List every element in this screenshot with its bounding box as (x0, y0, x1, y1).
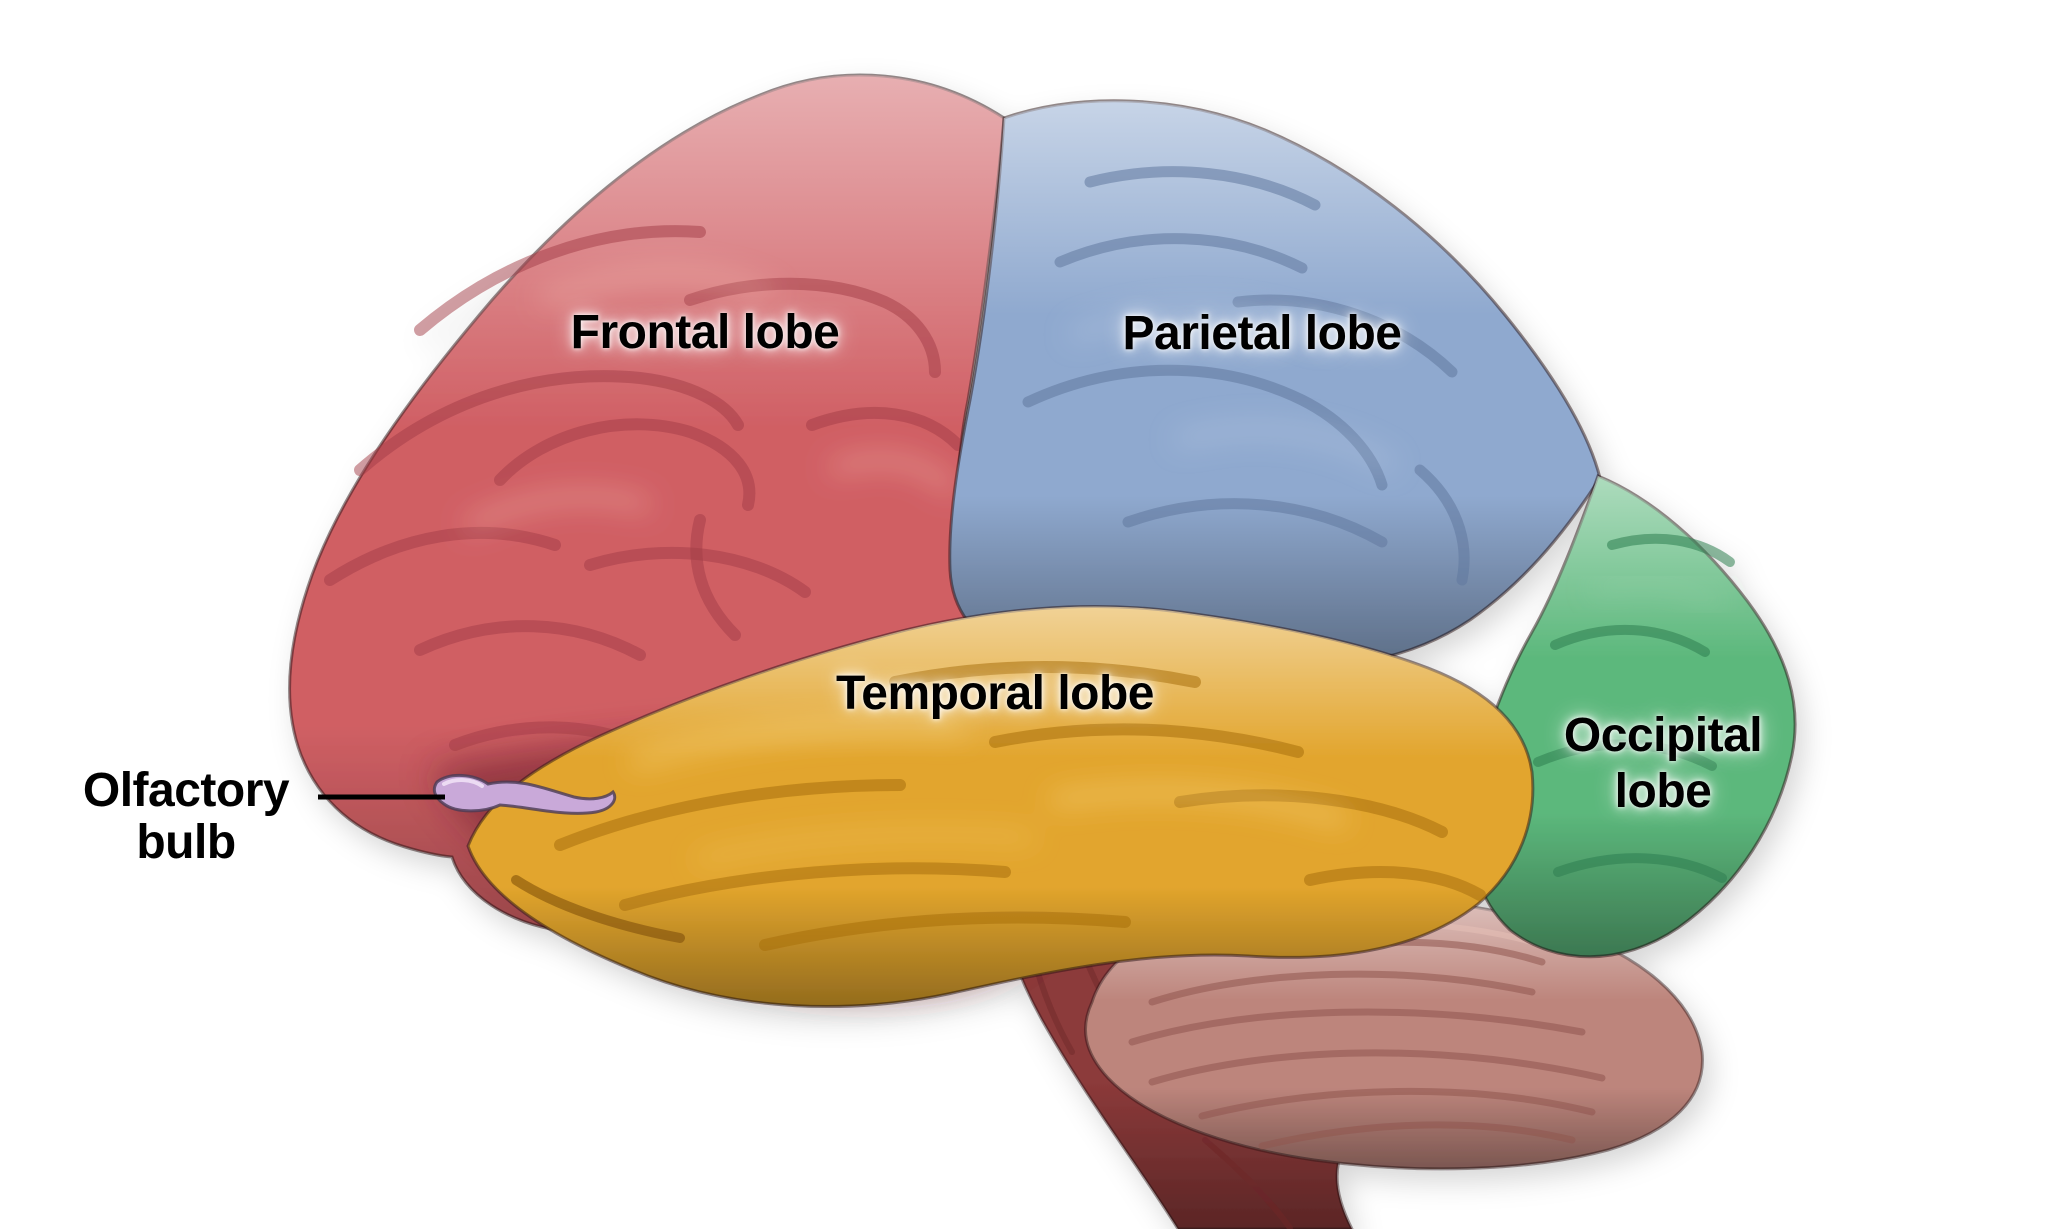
frontal-highlights (465, 269, 955, 530)
cerebellum-region (1084, 895, 1704, 1171)
label-olfactory-line1: Olfactory (82, 764, 290, 817)
parietal-highlights (1070, 307, 1395, 470)
temporal-sulci-lines (554, 661, 1486, 951)
label-occipital-line1: Occipital (1563, 709, 1763, 762)
occipital-highlight (1592, 579, 1722, 610)
occipital-sulci-lines (1533, 533, 1735, 883)
label-occipital-line2: lobe (1614, 765, 1712, 818)
temporal-lobe-region (466, 605, 1535, 1009)
label-temporal-lobe: Temporal lobe (836, 667, 1155, 720)
temporal-highlights (630, 721, 1347, 865)
parietal-lobe-region (948, 99, 1602, 666)
occipital-lobe-region (1468, 474, 1797, 959)
label-olfactory-bulb: Olfactory bulb (82, 764, 290, 869)
label-olfactory-line2: bulb (136, 816, 236, 869)
cerebellum-folia-lines (1128, 938, 1606, 1150)
label-occipital-lobe: Occipital lobe (1563, 708, 1763, 820)
frontal-sulci-lines (324, 225, 964, 754)
olfactory-bulb-shape (432, 774, 617, 815)
label-parietal-lobe: Parietal lobe (1122, 307, 1402, 360)
label-frontal-lobe: Frontal lobe (570, 306, 840, 359)
